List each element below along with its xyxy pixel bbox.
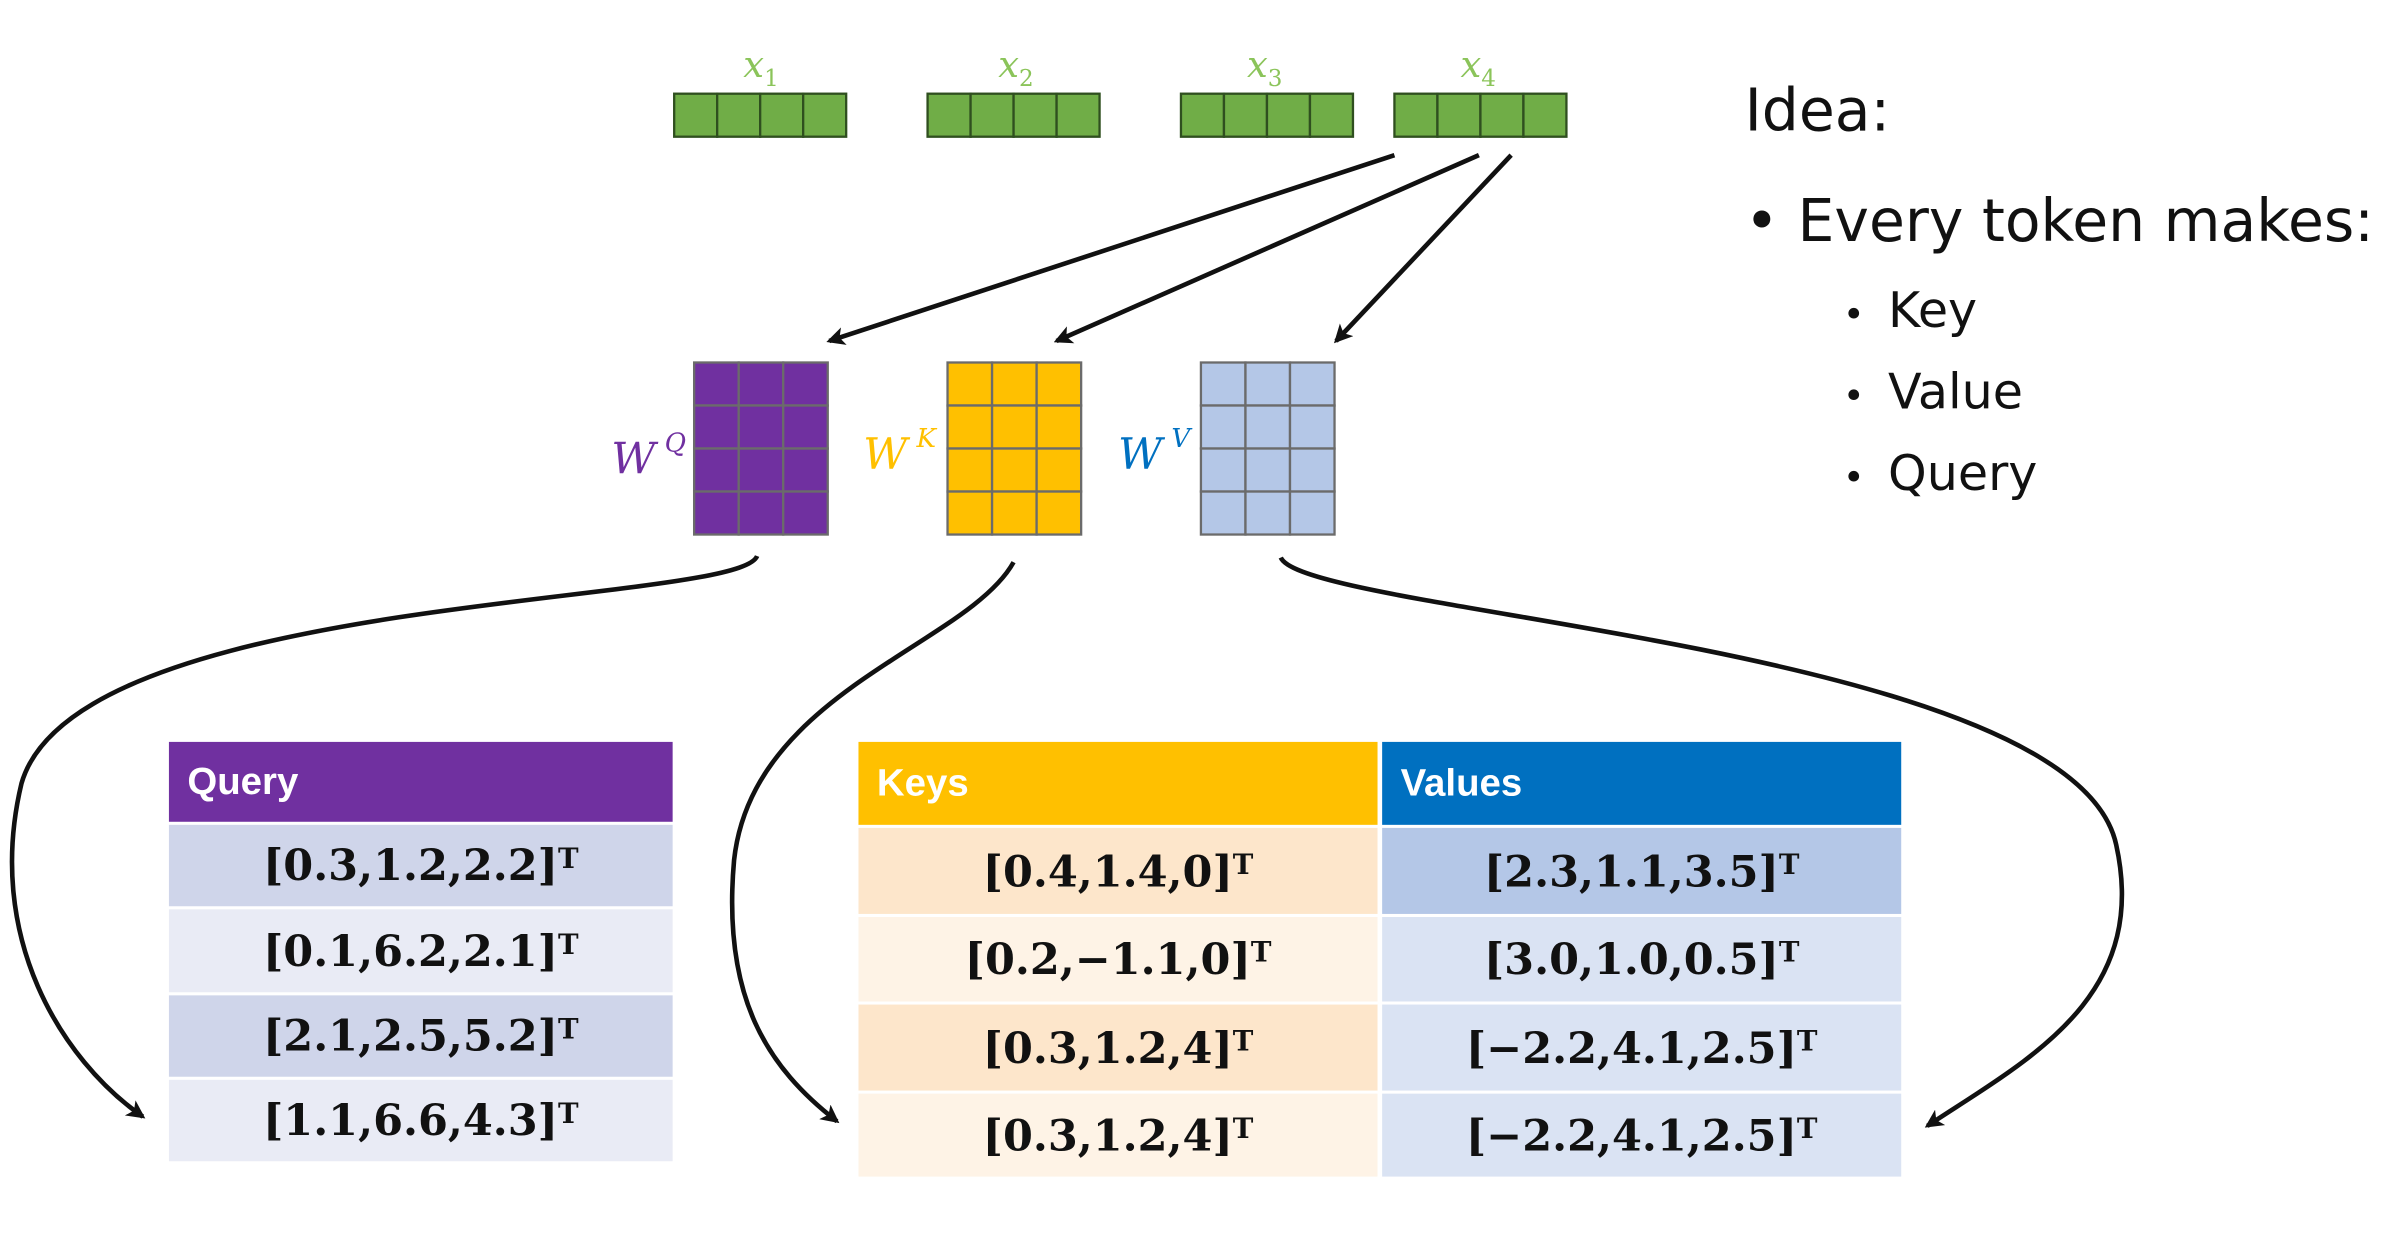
token-label-x1: x1: [743, 43, 778, 92]
weight-cell: [990, 361, 1038, 407]
weight-cell: [692, 404, 740, 450]
weight-cell: [1288, 490, 1336, 536]
idea-title: Idea:: [1744, 76, 1891, 145]
weight-cell: [946, 447, 994, 493]
curve-wk-to-keys: [729, 561, 1016, 1124]
key-row-1: [0.4,1.4,0]T: [858, 827, 1378, 914]
weight-matrix-wk: [946, 361, 1083, 536]
idea-subitem-value: • Value: [1842, 362, 2023, 421]
weight-cell: [1244, 361, 1292, 407]
token-x3: [1179, 92, 1355, 138]
token-cell: [1012, 92, 1058, 138]
weight-cell: [946, 490, 994, 536]
idea-subitem-key: • Key: [1842, 281, 1978, 340]
token-cell: [759, 92, 805, 138]
token-cell: [1436, 92, 1482, 138]
token-cell: [1055, 92, 1101, 138]
weight-cell: [990, 447, 1038, 493]
weight-cell: [692, 447, 740, 493]
bullet-dot-icon: •: [1744, 187, 1798, 255]
query-header: Query: [168, 741, 673, 822]
weight-cell: [1288, 404, 1336, 450]
token-label-x3: x3: [1247, 43, 1282, 92]
weight-cell: [737, 404, 785, 450]
weight-matrix-wv: [1199, 361, 1336, 536]
key-row-3: [0.3,1.2,4]T: [858, 1004, 1378, 1091]
weight-cell: [1035, 490, 1083, 536]
idea-subitem-query: • Query: [1842, 443, 2038, 503]
weight-cell: [1244, 490, 1292, 536]
token-cell: [1179, 92, 1226, 138]
query-row-2: [0.1,6.2,2.1]T: [168, 909, 673, 993]
arrow-x4-to-wk: [1053, 153, 1480, 344]
query-row-4: [1.1,6.6,4.3]T: [168, 1079, 673, 1162]
weight-cell: [782, 361, 829, 407]
weight-cell: [1199, 447, 1247, 493]
token-x4: [1393, 92, 1568, 138]
value-row-4: [−2.2,4.1,2.5]T: [1382, 1093, 1902, 1177]
token-cell: [1222, 92, 1269, 138]
curve-wq-to-query: [9, 554, 760, 1119]
values-header: Values: [1382, 741, 1902, 825]
weight-cell: [1244, 447, 1292, 493]
token-cell: [926, 92, 972, 138]
query-row-3: [2.1,2.5,5.2]T: [168, 995, 673, 1077]
weight-cell: [692, 361, 740, 407]
token-label-x2: x2: [998, 43, 1033, 92]
weight-cell: [737, 361, 785, 407]
arrow-x4-to-wv: [1333, 153, 1513, 344]
token-cell: [969, 92, 1015, 138]
token-cell: [1308, 92, 1355, 138]
token-cell: [1479, 92, 1525, 138]
key-row-4: [0.3,1.2,4]T: [858, 1093, 1378, 1177]
weight-matrix-wq: [692, 361, 829, 536]
weight-cell: [782, 490, 829, 536]
weight-cell: [1199, 490, 1247, 536]
weight-cell: [692, 490, 740, 536]
token-cell: [673, 92, 719, 138]
bullet-dot-icon: •: [1842, 456, 1889, 500]
weight-cell: [1244, 404, 1292, 450]
keys-header: Keys: [858, 741, 1378, 825]
weight-cell: [737, 447, 785, 493]
value-row-2: [3.0,1.0,0.5]T: [1382, 917, 1902, 1002]
weight-cell: [1035, 361, 1083, 407]
token-x2: [926, 92, 1101, 138]
weight-cell: [737, 490, 785, 536]
token-cell: [1393, 92, 1439, 138]
weight-cell: [990, 404, 1038, 450]
token-cell: [716, 92, 762, 138]
curve-wv-to-values: [1278, 556, 2125, 1128]
weight-cell: [946, 361, 994, 407]
value-row-3: [−2.2,4.1,2.5]T: [1382, 1004, 1902, 1091]
weight-cell: [946, 404, 994, 450]
idea-bullet: • Every token makes:: [1744, 187, 2374, 255]
token-x1: [673, 92, 848, 138]
query-row-1: [0.3,1.2,2.2]T: [168, 824, 673, 907]
weight-cell: [782, 447, 829, 493]
weight-cell: [1288, 447, 1336, 493]
token-cell: [1522, 92, 1568, 138]
bullet-dot-icon: •: [1842, 293, 1889, 337]
token-label-x4: x4: [1460, 43, 1495, 92]
bullet-dot-icon: •: [1842, 374, 1889, 418]
arrow-x4-to-wq: [826, 152, 1396, 345]
key-row-2: [0.2,−1.1,0]T: [858, 917, 1378, 1002]
weight-cell: [782, 404, 829, 450]
weight-cell: [1035, 447, 1083, 493]
weight-cell: [1199, 361, 1247, 407]
value-row-1: [2.3,1.1,3.5]T: [1382, 827, 1902, 914]
weight-cell: [1288, 361, 1336, 407]
weight-cell: [990, 490, 1038, 536]
token-cell: [1265, 92, 1312, 138]
weight-cell: [1199, 404, 1247, 450]
token-cell: [802, 92, 848, 138]
weight-cell: [1035, 404, 1083, 450]
